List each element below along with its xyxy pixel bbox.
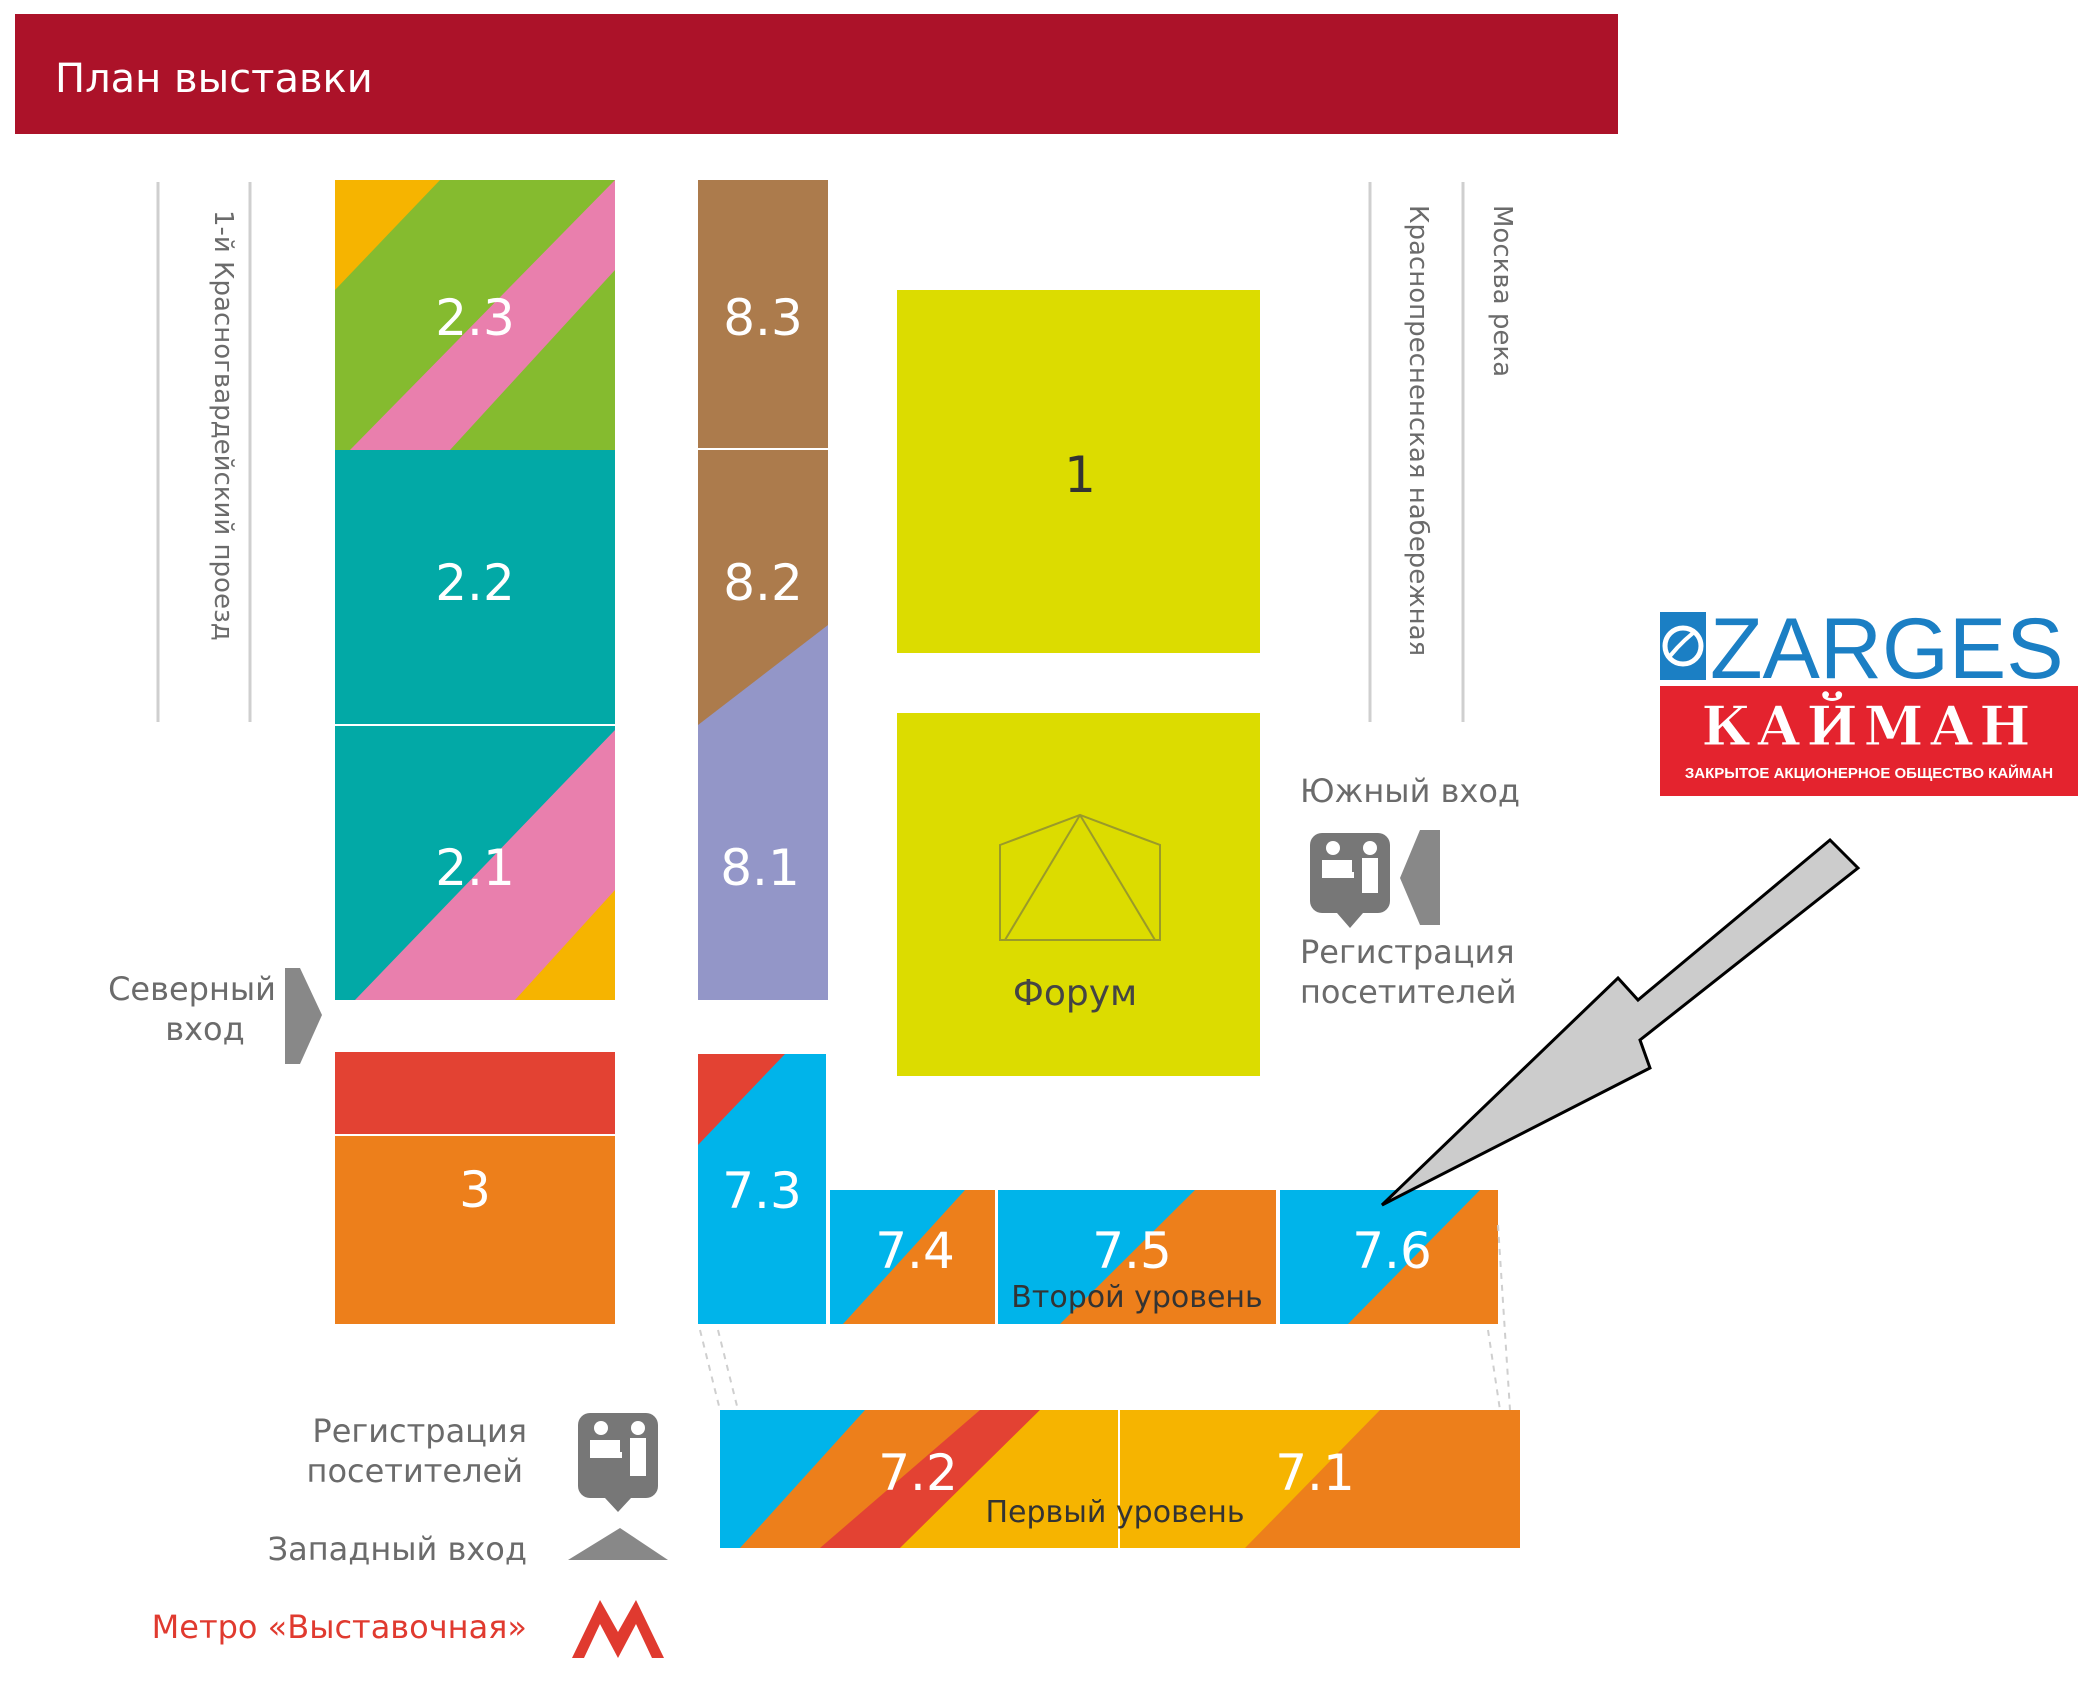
hall-2-1-label: 2.1 bbox=[435, 839, 515, 897]
hall-8-1[interactable] bbox=[698, 725, 828, 1000]
forum-tent-icon bbox=[999, 813, 1161, 941]
kaiman-subtitle: ЗАКРЫТОЕ АКЦИОНЕРНОЕ ОБЩЕСТВО КАЙМАН bbox=[1685, 764, 2053, 782]
registration-icon bbox=[578, 1413, 658, 1512]
hall-1[interactable] bbox=[897, 290, 1260, 653]
hall-forum[interactable] bbox=[897, 713, 1260, 1076]
south-entrance-arrow-icon bbox=[1400, 830, 1440, 925]
hall-7-5[interactable] bbox=[998, 1190, 1276, 1324]
registration-left-label-2: посетителей bbox=[307, 1452, 523, 1490]
registration-right-label-1: Регистрация bbox=[1300, 933, 1515, 971]
river-label: Москва река bbox=[1487, 205, 1517, 377]
metro-icon bbox=[572, 1600, 664, 1658]
street-embankment-label: Краснопресненская набережная bbox=[1403, 205, 1433, 656]
hall-7-2-label: 7.2 bbox=[878, 1444, 958, 1502]
street-left-label: 1-й Красногвардейский проезд bbox=[208, 210, 238, 641]
hall-7-2[interactable] bbox=[720, 1410, 1118, 1548]
north-entrance-arrow-icon bbox=[285, 968, 322, 1064]
hall-7-4-label: 7.4 bbox=[875, 1222, 955, 1280]
hall-7-6-label: 7.6 bbox=[1352, 1222, 1432, 1280]
west-entrance-label: Западный вход bbox=[268, 1530, 527, 1568]
level-connector-lines bbox=[699, 1224, 1511, 1411]
north-entrance-label-2: вход bbox=[165, 1010, 245, 1048]
pointer-arrow-icon bbox=[1380, 837, 1861, 1207]
hall-8-1-label: 8.1 bbox=[720, 839, 800, 897]
first-level-label: Первый уровень bbox=[985, 1495, 1244, 1530]
registration-right-label-2: посетителей bbox=[1300, 973, 1516, 1011]
hall-7-5-label: 7.5 bbox=[1092, 1222, 1172, 1280]
hall-1-label: 1 bbox=[1064, 446, 1096, 504]
hall-2-1[interactable] bbox=[335, 725, 615, 1000]
sponsor-logo[interactable]: ZARGES КАЙМАН ЗАКРЫТОЕ АКЦИОНЕРНОЕ ОБЩЕС… bbox=[1660, 601, 2078, 796]
hall-2-3[interactable] bbox=[335, 180, 615, 450]
hall-7-6[interactable] bbox=[1280, 1190, 1498, 1324]
hall-2-3-label: 2.3 bbox=[435, 289, 515, 347]
hall-3[interactable] bbox=[335, 1136, 615, 1324]
forum-label: Форум bbox=[1013, 973, 1137, 1014]
second-level-label: Второй уровень bbox=[1011, 1280, 1262, 1315]
hall-3-label: 3 bbox=[459, 1161, 491, 1219]
registration-icon bbox=[1310, 833, 1390, 928]
metro-label: Метро «Выставочная» bbox=[152, 1608, 527, 1646]
hall-2-2[interactable] bbox=[335, 450, 615, 725]
north-entrance-label-1: Северный bbox=[108, 970, 276, 1008]
hall-7-3-label: 7.3 bbox=[722, 1162, 802, 1220]
registration-left-label-1: Регистрация bbox=[312, 1412, 527, 1450]
hall-8-3[interactable] bbox=[698, 180, 828, 448]
south-entrance-label: Южный вход bbox=[1300, 772, 1520, 810]
hall-7-1-label: 7.1 bbox=[1275, 1444, 1355, 1502]
hall-7-1[interactable] bbox=[1120, 1410, 1520, 1548]
hall-8-2-label: 8.2 bbox=[723, 554, 803, 612]
hall-7-4[interactable] bbox=[830, 1190, 995, 1324]
hall-8-2[interactable] bbox=[698, 450, 828, 725]
hall-7-3[interactable] bbox=[698, 1054, 826, 1324]
west-entrance-arrow-icon bbox=[568, 1528, 668, 1560]
zarges-text: ZARGES bbox=[1710, 601, 2064, 697]
hall-3-top[interactable] bbox=[335, 1052, 615, 1134]
page-title: План выставки bbox=[55, 56, 373, 102]
hall-2-2-label: 2.2 bbox=[435, 554, 515, 612]
kaiman-text: КАЙМАН bbox=[1702, 690, 2037, 758]
header-bar bbox=[15, 14, 1618, 134]
hall-8-3-label: 8.3 bbox=[723, 289, 803, 347]
